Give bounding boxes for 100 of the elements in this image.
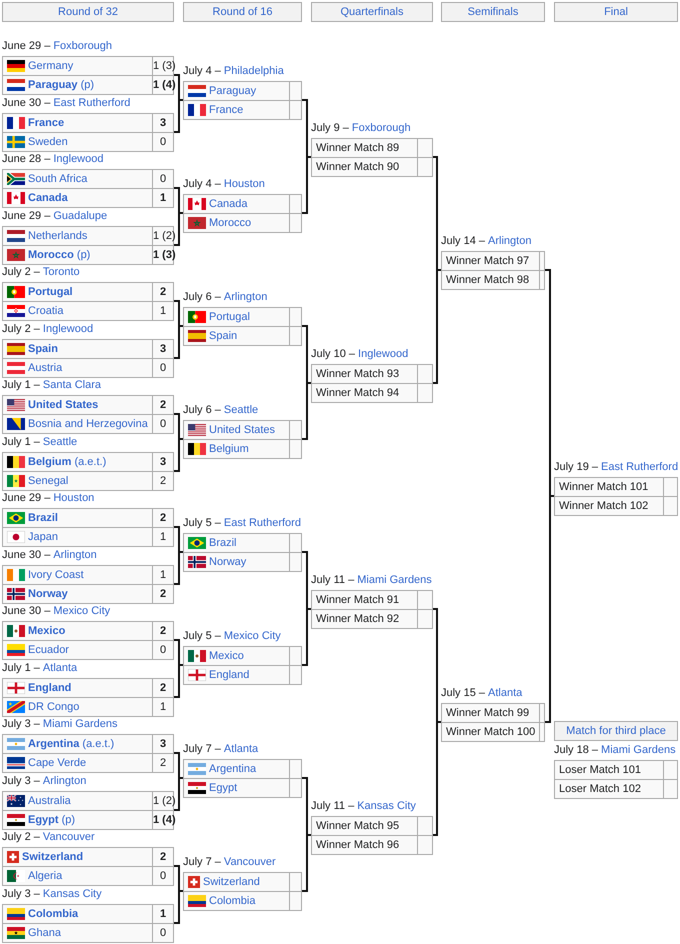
bracket-line [174,551,183,585]
team-link: Morocco [209,216,252,231]
score: 2 [152,508,174,528]
team-link: Croatia [28,304,64,319]
team-slot: Loser Match 102 [554,779,664,799]
bracket-line [433,608,441,723]
match-date: July 3 – [2,888,40,900]
bracket-line [174,413,183,440]
score: 1 (2) [152,226,174,246]
score: 2 [152,584,174,604]
match-date: July 5 – [183,630,221,642]
team-link: Switzerland [22,850,84,865]
match-date: July 11 – [311,800,354,812]
score: 3 [152,452,174,472]
score: 2 [152,395,174,415]
venue-link: Kansas City [357,800,416,812]
team-link: Canada [209,197,248,212]
team-slot: Winner Match 92 [311,609,418,629]
team-link: Brazil [209,536,237,551]
team-link: Mexico [209,649,244,664]
venue-link: East Rutherford [53,97,130,109]
venue-link: Arlington [53,549,97,561]
team-link: Ghana [28,926,62,941]
team-link: Colombia [28,907,78,922]
bracket-line [174,777,183,811]
score: 0 [152,866,174,886]
team-link: Paraguay (p) [28,78,94,93]
team-link: France [209,103,244,118]
score: 3 [152,113,174,133]
venue-link: Vancouver [42,831,95,843]
team-link: Switzerland [203,875,260,890]
team-slot: Winner Match 95 [311,816,418,836]
round-header: Semifinals [441,2,545,22]
team-link: England [209,668,250,683]
team-link: Mexico [28,624,66,639]
match-date: July 1 – [2,662,40,674]
team-slot: Winner Match 101 [554,477,664,497]
match-date: July 4 – [183,65,221,77]
venue-link: Arlington [488,235,532,247]
team-link: England [28,681,72,696]
team-slot: Winner Match 89 [311,138,418,158]
match-date: July 11 – [311,574,354,586]
match-date: June 30 – [2,605,50,617]
score: 1 [152,565,174,585]
venue-link: Inglewood [53,153,104,165]
round-header: Round of 16 [183,2,302,22]
match-date: July 7 – [183,743,221,755]
score: 1 [152,904,174,924]
team-link: Egypt [209,781,238,796]
match-date: July 15 – [441,687,486,699]
venue-link: Foxborough [53,40,112,52]
match-date: June 29 – [2,210,50,222]
venue-link: Vancouver [224,856,276,868]
venue-link: Atlanta [42,662,78,674]
team-link: Spain [209,329,238,344]
score: 2 [152,753,174,773]
venue-link: Houston [224,178,265,190]
team-link: Germany [28,59,74,74]
team-link: Portugal [28,285,73,300]
venue-link: Atlanta [488,687,522,699]
score: 1 (3) [152,245,174,265]
venue-link: Miami Gardens [357,574,432,586]
venue-link: Arlington [42,775,86,787]
team-slot: Winner Match 91 [311,590,418,610]
score: 2 [152,847,174,867]
team-link: Belgium (a.e.t.) [28,455,106,470]
score: 1 [152,301,174,321]
match-date: June 29 – [2,40,50,52]
score: 0 [152,132,174,152]
team-slot: Winner Match 94 [311,383,418,403]
score: 2 [152,678,174,698]
venue-link: Foxborough [352,122,411,134]
team-slot: Loser Match 101 [554,760,664,780]
team-link: Bosnia and Herzegovina [28,417,148,432]
venue-link: Inglewood [358,348,408,360]
team-slot: Winner Match 90 [311,157,418,177]
bracket-line [302,325,311,384]
score: 1 (2) [152,791,174,811]
team-link: Portugal [209,310,250,325]
venue-link: Miami Gardens [601,744,676,756]
score: 0 [152,169,174,189]
team-link: Spain [28,342,58,357]
round-header: Quarterfinals [311,2,433,22]
venue-link: Santa Clara [42,379,102,391]
bracket-line [302,551,311,610]
team-link: Brazil [28,511,58,526]
score: 1 (3) [152,56,174,76]
bracket-line [174,526,183,553]
team-link: Austria [28,361,62,376]
team-link: Argentina (a.e.t.) [28,737,114,752]
round-header: Final [554,2,678,22]
team-link: Australia [28,794,71,809]
match-date: July 2 – [2,323,40,335]
team-link: Egypt (p) [28,813,76,828]
match-date: July 4 – [183,178,221,190]
match-date: July 6 – [183,404,221,416]
team-slot: Winner Match 96 [311,835,418,855]
bracket-line [174,212,183,246]
match-date: July 18 – [554,744,598,756]
team-link: Paraguay [209,84,256,99]
